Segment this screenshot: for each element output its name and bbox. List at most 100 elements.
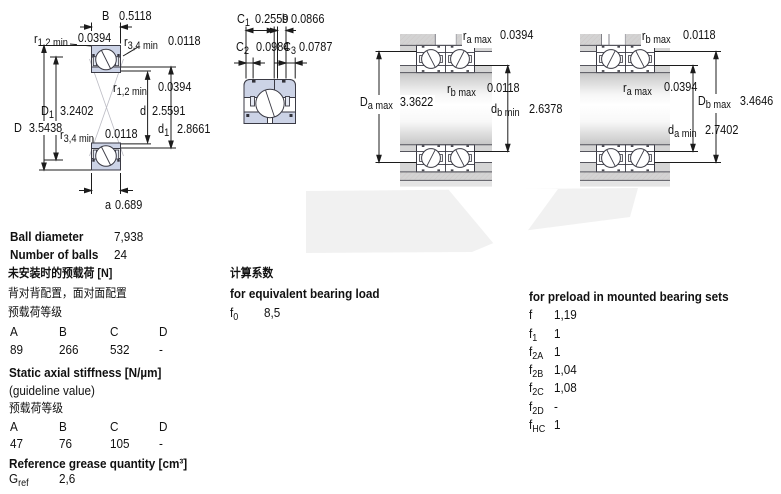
factor-sub-text: 2B — [532, 369, 544, 380]
dim-symbol-B: B — [102, 9, 109, 27]
stiffness-header-c: C — [110, 419, 119, 434]
dim-value-B: 0.5118 — [119, 8, 152, 23]
factor-sym-text: f — [529, 399, 533, 414]
dim-sub-text: b min — [497, 107, 520, 119]
grease-value: 2,6 — [59, 471, 76, 486]
dim-symbol-D1: D1 — [41, 104, 54, 122]
dim-sym-text: D — [41, 103, 49, 118]
diagram-bearing-closeup-section — [243, 79, 296, 124]
factor-symbol-f2a: f2A — [529, 344, 543, 364]
dim-sym-text: B — [102, 8, 110, 23]
dim-symbol-r34-mid: r3,4 min — [60, 128, 94, 146]
stiffness-value-d: - — [159, 436, 163, 451]
stiffness-header-b: B — [59, 419, 67, 434]
f0-value: 8,5 — [264, 305, 281, 320]
diagram-mounted-pair-db-da — [580, 34, 670, 187]
grease-title: Reference grease quantity [cm³] — [9, 456, 188, 471]
dim-sym-text: D — [697, 93, 706, 108]
dim-sub-text: 1,2 min — [37, 37, 68, 49]
dim-sub-text: a max — [626, 86, 652, 98]
factor-value-f2c: 1,08 — [554, 380, 577, 395]
dim-symbol-C3: C3 — [283, 40, 296, 58]
dim-value-rb-max-3: 0.0118 — [487, 80, 520, 95]
grease-sym-text: G — [9, 471, 19, 486]
dim-symbol-C2: C2 — [236, 40, 249, 58]
factor-value-f2a: 1 — [554, 344, 561, 359]
dim-symbol-b: b — [282, 12, 288, 30]
ball-diameter-value: 7,938 — [114, 229, 144, 244]
dim-value-D1: 3.2402 — [60, 103, 94, 118]
diagram-single-bearing-section — [89, 45, 124, 171]
factor-sym-text: f — [529, 417, 533, 432]
diagram-mounted-pair-da-db — [400, 34, 492, 187]
diagram4-dimension-lines — [643, 40, 721, 164]
dim-sym-text: r — [60, 127, 64, 142]
dim-symbol-D: D — [14, 121, 22, 139]
dim-symbol-db-min: db min — [491, 102, 520, 120]
dim-sub-text: b max — [450, 87, 476, 99]
factor-value-fhc: 1 — [554, 417, 561, 432]
stiffness-subtitle: (guideline value) — [9, 383, 95, 398]
factor-symbol-fhc: fHC — [529, 417, 545, 437]
dim-sym-text: C — [236, 39, 244, 54]
factor-symbol-f2d: f2D — [529, 399, 544, 419]
factor-symbol-f2c: f2C — [529, 380, 544, 400]
dim-sym-text: r — [641, 28, 646, 43]
factor-sym-text: f — [529, 362, 533, 377]
dim-sym-text: D — [14, 120, 22, 135]
dim-sym-text: d — [158, 121, 165, 136]
dim-sub-text: 3,4 min — [63, 133, 94, 145]
dim-sym-text: b — [282, 11, 289, 26]
stiffness-header-d: D — [159, 419, 168, 434]
preload-header-c: C — [110, 324, 119, 339]
dim-sub-text: 3,4 min — [127, 40, 158, 52]
preload-value-c: 532 — [110, 342, 130, 357]
grease-symbol: Gref — [9, 471, 29, 491]
dim-symbol-Db-max: Db max — [697, 94, 733, 113]
dim-value-Da-max: 3.3622 — [399, 94, 435, 109]
stiffness-class-label: 预载荷等级 — [9, 401, 64, 415]
dim-value-Db-max: 3.4646 — [739, 93, 775, 108]
dim-symbol-r12-top: r1,2 min — [34, 32, 68, 50]
dim-sym-text: r — [113, 80, 117, 95]
factor-value-f1: 1 — [554, 326, 561, 341]
dim-symbol-rb-max-4: rb max — [641, 28, 673, 48]
preload-value-a: 89 — [10, 342, 24, 357]
dim-sub-text: a max — [466, 34, 492, 46]
dim-sym-text: D — [359, 94, 368, 109]
dim-value-r34-mid: 0.0118 — [105, 126, 138, 141]
dim-symbol-d1: d1 — [158, 122, 169, 140]
dim-value-d: 2.5591 — [152, 103, 186, 118]
dim-value-r34-top: 0.0118 — [168, 33, 201, 48]
factor-sub-text: HC — [532, 424, 546, 435]
factor-sym-text: f — [529, 307, 533, 322]
diagram-single-bearing-dimension-lines — [39, 22, 176, 194]
factor-sub-text: 2A — [532, 351, 544, 362]
preload-sets-heading: for preload in mounted bearing sets — [529, 289, 729, 304]
dim-value-C3: 0.0787 — [299, 39, 333, 54]
dim-sym-text: d — [491, 101, 498, 116]
dim-value-a: 0.689 — [115, 197, 143, 212]
preload-class-label: 预载荷等级 — [8, 305, 63, 319]
f0-symbol: f0 — [230, 305, 238, 325]
equivalent-load-heading: for equivalent bearing load — [230, 286, 380, 301]
dim-sym-text: r — [462, 28, 467, 43]
factor-value-f2b: 1,04 — [554, 362, 577, 377]
dim-value-r12-mid: 0.0394 — [158, 79, 192, 94]
dim-symbol-ra-max-3: ra max — [462, 28, 494, 48]
dim-sym-text: d — [668, 122, 675, 137]
dim-symbol-a: a — [105, 198, 111, 216]
dim-value-ra-max-4: 0.0394 — [664, 79, 698, 94]
dim-sym-text: C — [237, 11, 245, 26]
preload-header-b: B — [59, 324, 67, 339]
dim-symbol-C1: C1 — [237, 12, 250, 30]
dim-sym-text: r — [124, 34, 128, 49]
dim-sub-text: b max — [645, 34, 671, 46]
number-of-balls-label: Number of balls — [10, 247, 99, 262]
factor-sub-text: 2D — [532, 406, 544, 417]
preload-value-b: 266 — [59, 342, 79, 357]
dim-sub-text: b max — [705, 99, 731, 111]
dim-value-D: 3.5438 — [28, 120, 64, 135]
